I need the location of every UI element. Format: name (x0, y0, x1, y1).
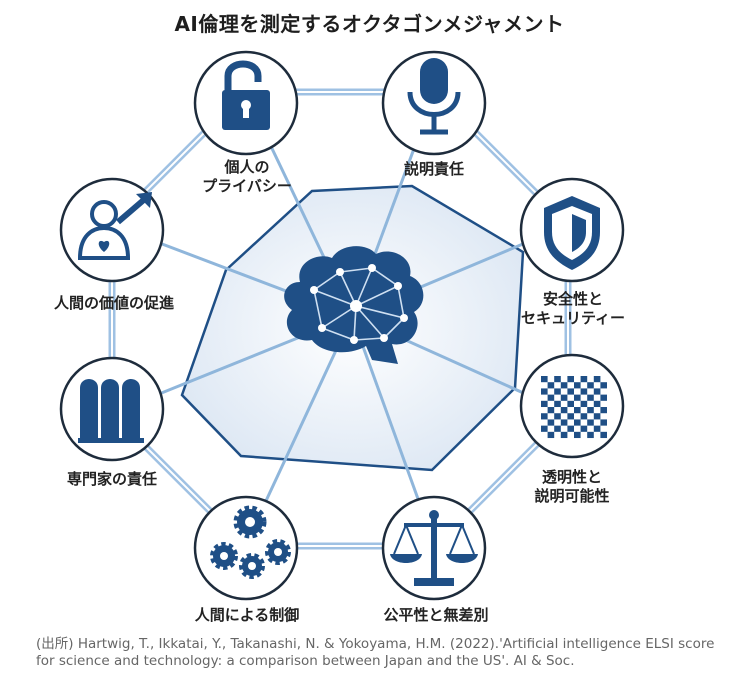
checkerboard-icon (541, 376, 607, 439)
diagram-title: AI倫理を測定するオクタゴンメジャメント (174, 12, 565, 36)
label-fairness: 公平性と無差別 (383, 606, 489, 624)
gears-icon (210, 505, 291, 579)
microphone-icon (407, 58, 461, 135)
label-human-control: 人間による制御 (194, 606, 300, 624)
person-heart-icon (77, 192, 152, 260)
label-accountability: 説明責任 (403, 160, 464, 178)
brain-network-icon (284, 246, 424, 364)
books-icon (78, 379, 144, 443)
scales-icon (390, 510, 478, 586)
label-professional: 専門家の責任 (66, 470, 157, 488)
node-human-control (193, 495, 299, 601)
label-safety: 安全性と セキュリティー (520, 290, 626, 327)
source-citation: (出所) Hartwig, T., Ikkatai, Y., Takanashi… (36, 636, 715, 669)
padlock-icon (222, 60, 270, 130)
shield-icon (544, 196, 600, 270)
label-privacy: 個人の プライバシー (202, 158, 292, 195)
label-transparency: 透明性と 説明可能性 (534, 468, 610, 505)
label-human-values: 人間の価値の促進 (53, 294, 174, 312)
